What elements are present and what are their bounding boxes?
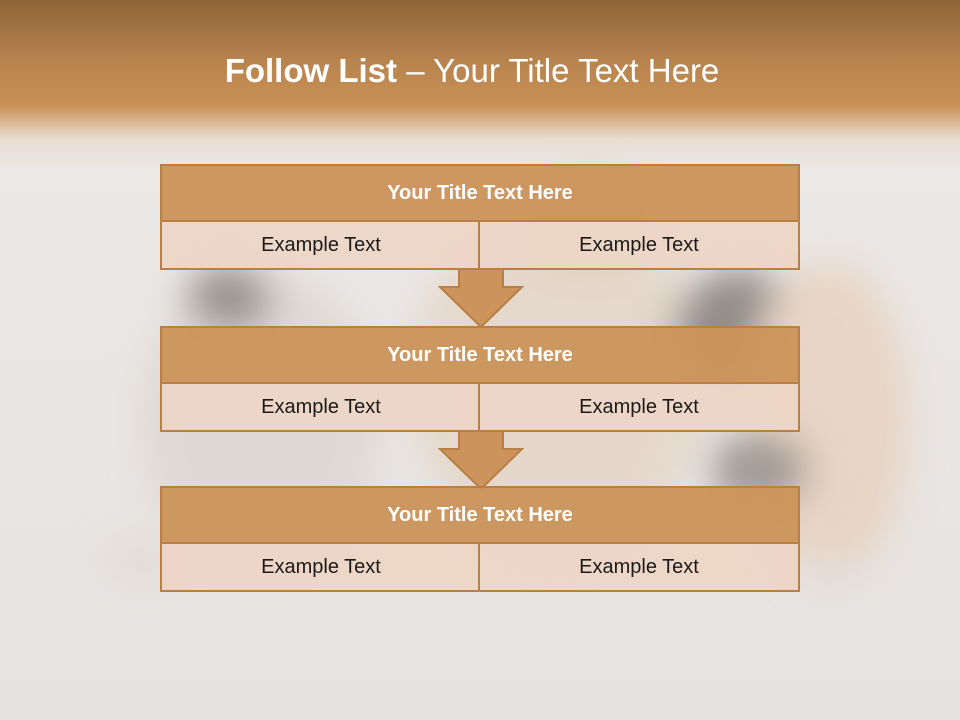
step-text-right: Example Text <box>478 222 798 268</box>
step-text-left: Example Text <box>162 544 480 590</box>
step-title: Your Title Text Here <box>162 328 798 384</box>
step-text-left: Example Text <box>162 384 480 430</box>
step-box-3: Your Title Text Here Example Text Exampl… <box>160 486 800 592</box>
down-arrow-icon <box>438 430 524 490</box>
step-text-right: Example Text <box>478 544 798 590</box>
slide-title: Follow List – Your Title Text Here <box>0 52 944 90</box>
slide-title-bold: Follow List <box>224 52 398 89</box>
step-text-right: Example Text <box>478 384 798 430</box>
step-text-left: Example Text <box>162 222 480 268</box>
step-title: Your Title Text Here <box>162 488 798 544</box>
slide-title-rest: – Your Title Text Here <box>406 52 720 89</box>
header-band <box>0 0 960 170</box>
step-title: Your Title Text Here <box>162 166 798 222</box>
down-arrow-icon <box>438 268 524 328</box>
step-box-2: Your Title Text Here Example Text Exampl… <box>160 326 800 432</box>
step-box-1: Your Title Text Here Example Text Exampl… <box>160 164 800 270</box>
